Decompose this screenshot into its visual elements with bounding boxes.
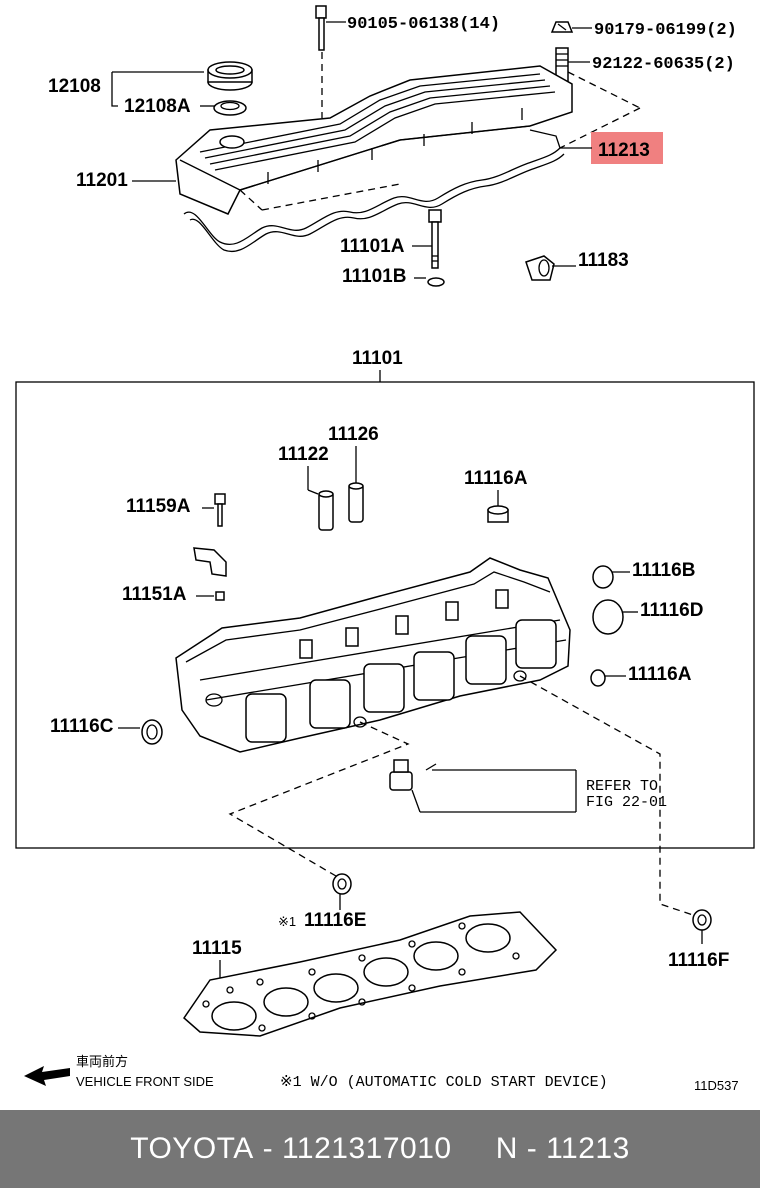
washer-icon [427, 277, 445, 287]
bolt-90105-icon [315, 5, 327, 51]
label-11116E: 11116E [304, 910, 366, 931]
figure-code: 11D537 [694, 1078, 739, 1093]
plug-11116F-icon [692, 909, 712, 931]
front-arrow-icon [24, 1066, 70, 1086]
refer-to-line2: FIG 22-01 [586, 794, 667, 811]
cap-gasket-icon [213, 100, 247, 116]
label-11116D: 11116D [640, 600, 703, 621]
plug-11116A-side-icon [590, 669, 606, 687]
label-11101: 11101 [352, 348, 403, 369]
valve-guide-11122-icon [318, 490, 334, 531]
label-11115: 11115 [192, 938, 242, 959]
cover-gasket-icon [183, 129, 565, 253]
label-11116C: 11116C [50, 716, 114, 737]
head-bolt-icon [428, 209, 442, 269]
parts-diagram: 90105-06138(14) 90179-06199(2) 92122-606… [15, 5, 755, 1093]
label-11116F: 11116F [668, 950, 729, 971]
label-90179: 90179-06199(2) [594, 21, 737, 40]
footer-ref: 11213 [546, 1132, 630, 1165]
valve-guide-11126-icon [348, 482, 364, 523]
label-11126: 11126 [328, 424, 379, 445]
plug-11116E-icon [332, 873, 352, 895]
label-11159A: 11159A [126, 496, 191, 517]
pin-11151A-icon [215, 591, 225, 601]
front-en-label: VEHICLE FRONT SIDE [76, 1074, 214, 1089]
plug-11116B-icon [592, 565, 614, 589]
refer-to-line1: REFER TO [586, 778, 658, 795]
label-11101B: 11101B [342, 266, 406, 287]
label-12108A: 12108A [124, 96, 191, 117]
footer-sep2: - [517, 1132, 547, 1165]
label-11151A: 11151A [122, 584, 187, 605]
valve-cover-icon [175, 65, 573, 215]
label-11213: 11213 [598, 140, 650, 161]
footer-brand: TOYOTA [130, 1132, 254, 1165]
bracket-icon [193, 547, 227, 577]
label-12108: 12108 [48, 76, 101, 97]
plug-11116D-icon [592, 599, 624, 635]
plug-11116C-icon [141, 719, 163, 745]
part-footer-bar: TOYOTA - 1121317010 N - 11213 [0, 1110, 760, 1188]
note-marker-11116E: ※1 [278, 914, 296, 929]
assembly-box [15, 381, 755, 849]
footer-gap [452, 1132, 496, 1166]
highlight-11213-box [591, 132, 663, 164]
head-gasket-icon [183, 911, 558, 1037]
footer-part-number: 1121317010 [281, 1132, 452, 1165]
label-11201: 11201 [76, 170, 128, 191]
footer-sep1: - [253, 1132, 282, 1165]
footer-prefix: N [495, 1132, 518, 1165]
footnote-text: ※1 W/O (AUTOMATIC COLD START DEVICE) [280, 1074, 608, 1091]
label-11116B: 11116B [632, 560, 695, 581]
label-11122: 11122 [278, 444, 329, 465]
label-92122: 92122-60635(2) [592, 55, 735, 74]
label-11116A-top: 11116A [464, 468, 528, 489]
label-11116A-side: 11116A [628, 664, 692, 685]
bolt-11159A-icon [214, 493, 226, 527]
label-90105: 90105-06138(14) [347, 15, 500, 34]
label-11183: 11183 [578, 250, 629, 271]
nut-90179-icon [550, 21, 574, 33]
plug-11116A-top-icon [487, 505, 509, 523]
filler-cap-icon [207, 61, 253, 91]
cylinder-head-icon [175, 557, 571, 753]
hose-plug-icon [389, 759, 413, 791]
front-jp-label: 車両前方 [76, 1054, 128, 1069]
plug-11183-icon [525, 255, 555, 281]
label-11101A: 11101A [340, 236, 405, 257]
